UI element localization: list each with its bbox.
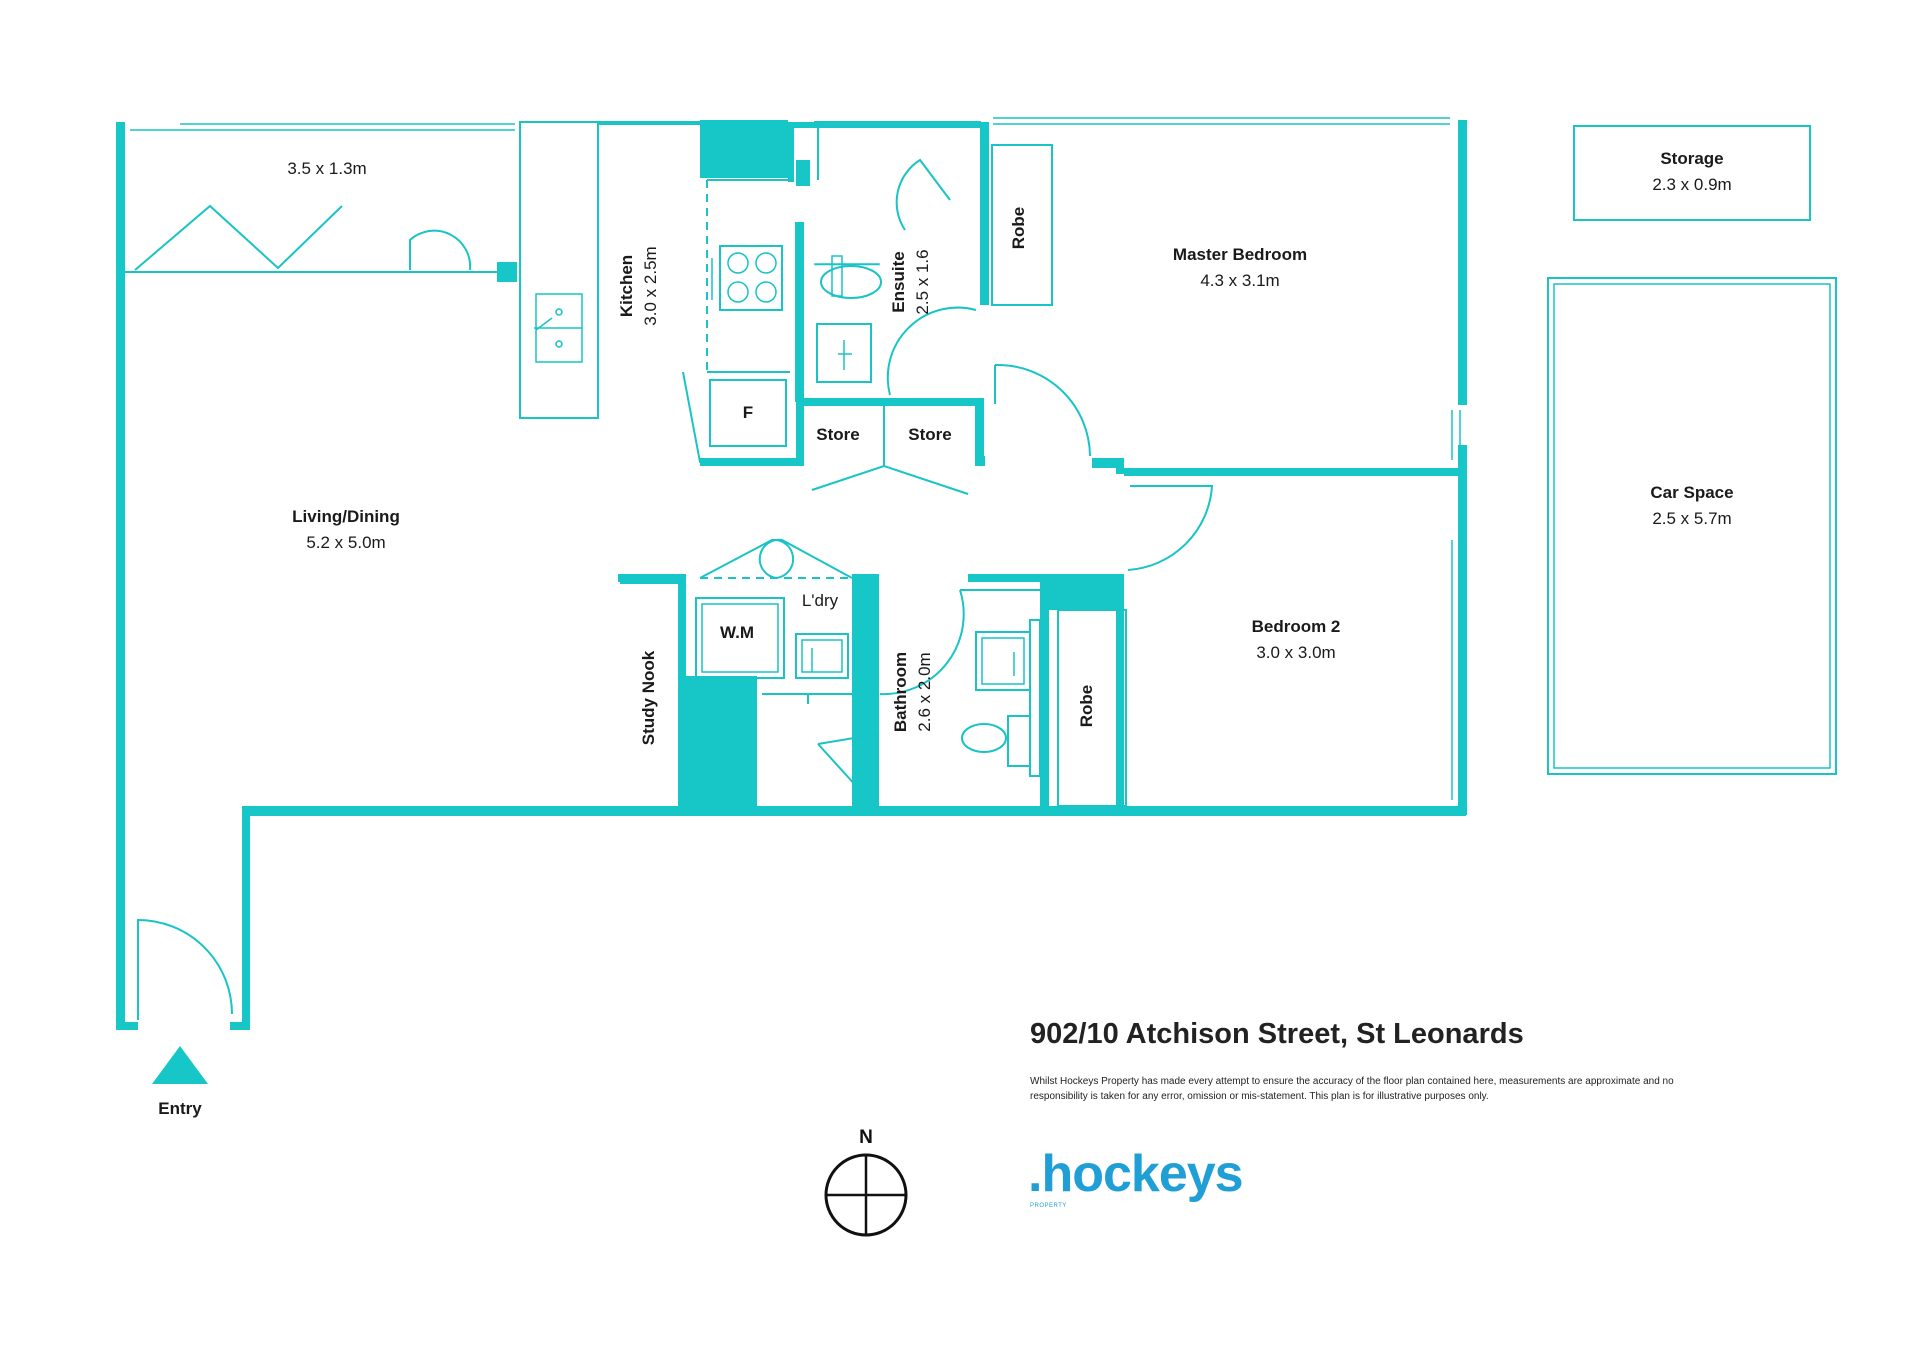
entry-arrow-icon: [152, 1046, 208, 1084]
brand-logo-sub: PROPERTY: [1030, 1203, 1067, 1209]
master-robe-name: Robe: [1009, 207, 1028, 250]
washing-machine-label: W.M: [720, 623, 754, 642]
living-dining-dims: 5.2 x 5.0m: [306, 533, 385, 552]
fixture-lines: [125, 117, 1837, 1020]
storage-dims: 2.3 x 0.9m: [1652, 175, 1731, 194]
kitchen-dims: 3.0 x 2.5m: [641, 246, 660, 325]
bathroom-dims: 2.6 x 2.0m: [915, 652, 934, 731]
master-bedroom-name: Master Bedroom: [1173, 245, 1307, 264]
compass-north-label: N: [859, 1127, 873, 1148]
car-space-name: Car Space: [1650, 483, 1733, 502]
property-address: 902/10 Atchison Street, St Leonards: [1030, 1018, 1524, 1050]
master-bedroom-dims: 4.3 x 3.1m: [1200, 271, 1279, 290]
study-nook-name: Study Nook: [639, 650, 658, 745]
laundry-name: L'dry: [802, 591, 839, 610]
storage-name: Storage: [1660, 149, 1723, 168]
bedroom-2-dims: 3.0 x 3.0m: [1256, 643, 1335, 662]
brand-logo: .hockeys: [1028, 1145, 1244, 1203]
ensuite-name: Ensuite: [889, 251, 908, 312]
balcony-dims: 3.5 x 1.3m: [287, 159, 366, 178]
store-1-name: Store: [816, 425, 859, 444]
living-dining-name: Living/Dining: [292, 507, 400, 526]
fridge-label: F: [743, 403, 753, 422]
north-compass-icon: [824, 1153, 908, 1237]
entry-label: Entry: [158, 1099, 202, 1118]
bedroom-2-name: Bedroom 2: [1252, 617, 1341, 636]
bedroom-2-robe-name: Robe: [1077, 685, 1096, 728]
kitchen-name: Kitchen: [617, 255, 636, 317]
car-space-dims: 2.5 x 5.7m: [1652, 509, 1731, 528]
store-2-name: Store: [908, 425, 951, 444]
bathroom-name: Bathroom: [891, 652, 910, 732]
disclaimer-text: Whilst Hockeys Property has made every a…: [1030, 1076, 1674, 1102]
ensuite-dims: 2.5 x 1.6: [913, 249, 932, 314]
